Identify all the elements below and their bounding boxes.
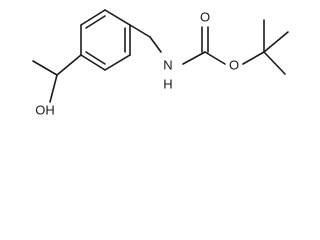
ring-bond-top-left-inner [85,15,106,29]
nitrogen-label: N [163,58,172,73]
bond-ring-to-ch [56,54,82,76]
ring-bond-top-left [80,9,106,26]
bond-ch-to-methyl [32,60,58,76]
bond-nh-entry [149,36,162,53]
ring-bond-bottom-right [104,54,131,71]
ring-bond-bottom-left [80,54,106,71]
bond-tbutyl-upper-right [263,31,289,53]
bond-ch-to-oh [49,74,58,103]
bond-ester-oxygen-to-tbutyl [242,51,265,65]
tert-butyl-group [263,19,289,75]
carbamate-group: N H O O [129,10,265,92]
nitrogen-hydrogen-label: H [163,77,172,92]
benzene-ring [80,9,131,71]
ring-bond-bottom-left-inner [85,51,106,65]
bond-carbonyl-to-ester-oxygen [204,51,226,65]
ester-oxygen-label: O [229,58,239,73]
bond-nh-to-carbonyl [182,51,206,65]
hydroxyl-label: OH [35,103,55,118]
bond-tbutyl-lower-right [263,51,286,75]
ring-bond-top-right [104,9,131,26]
hydroxyethyl-group: OH [32,54,82,118]
molecule-structure-diagram: OH N H O O [32,9,289,118]
carbonyl-oxygen-label: O [200,10,210,25]
bond-ring-to-nh [129,24,151,38]
